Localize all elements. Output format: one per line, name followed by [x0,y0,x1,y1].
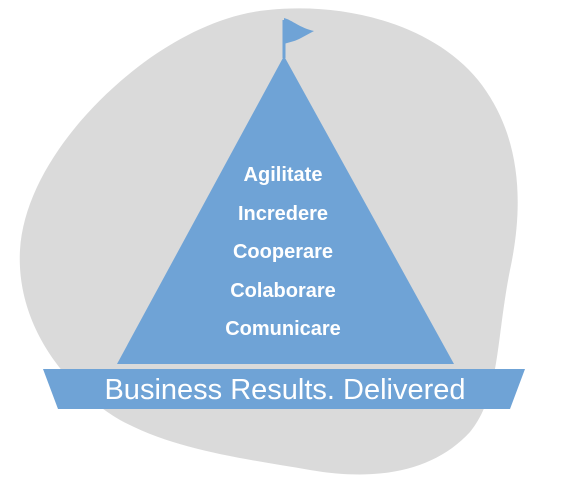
flag-icon [282,18,314,58]
pyramid-level-1: Agilitate [244,164,323,186]
flag-cloth [284,18,314,44]
banner-shape [43,369,525,409]
banner-text: Business Results. Delivered [104,374,465,406]
pyramid-level-2: Incredere [238,203,328,225]
pyramid-level-3: Cooperare [233,241,333,263]
pyramid-shape [117,56,454,364]
pyramid-level-5: Comunicare [225,318,341,340]
pyramid-level-4: Colaborare [230,280,336,302]
